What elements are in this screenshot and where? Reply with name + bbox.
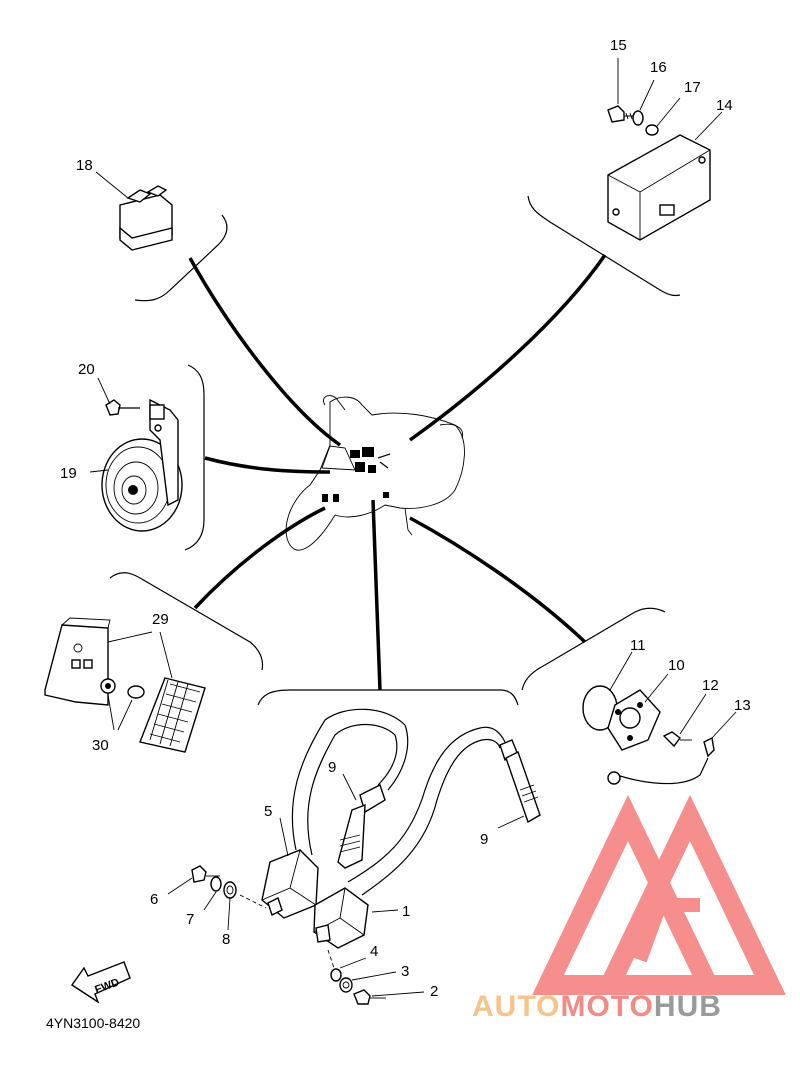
motorcycle-frame-outline [285, 395, 465, 551]
callout-1: 1 [402, 903, 410, 920]
callout-9a: 9 [328, 759, 336, 776]
callout-7: 7 [186, 911, 194, 928]
callout-numbers: 1 2 3 4 5 6 7 8 9 9 10 11 12 13 14 15 16… [60, 37, 751, 1000]
callout-20: 20 [78, 361, 95, 378]
callout-8: 8 [222, 931, 230, 948]
horn-part [89, 377, 183, 532]
callout-15: 15 [610, 37, 627, 54]
callout-2: 2 [430, 983, 438, 1000]
callout-3: 3 [401, 963, 409, 980]
automotohub-logo [532, 794, 786, 995]
callout-9b: 9 [480, 831, 488, 848]
callout-4: 4 [370, 943, 378, 960]
watermark-moto: MOTO [560, 990, 653, 1023]
callout-30: 30 [92, 737, 109, 754]
callout-19: 19 [60, 465, 77, 482]
callout-16: 16 [650, 59, 667, 76]
ignition-coil-parts [167, 708, 541, 1005]
callout-14: 14 [716, 97, 733, 114]
callout-18: 18 [76, 157, 93, 174]
callout-13: 13 [734, 697, 751, 714]
group-frames [109, 195, 681, 706]
watermark-auto: AUTO [472, 990, 560, 1023]
callout-10: 10 [668, 657, 685, 674]
callout-12: 12 [702, 677, 719, 694]
sensor-parts [582, 651, 737, 785]
watermark-text: AUTOMOTOHUB [472, 990, 722, 1023]
callout-5: 5 [264, 803, 272, 820]
reflector-parts [44, 617, 206, 753]
callout-11: 11 [630, 637, 646, 654]
connector-lines [188, 254, 607, 691]
watermark-hub: HUB [654, 990, 722, 1023]
callout-17: 17 [684, 79, 701, 96]
relay-part [95, 171, 173, 251]
forward-arrow-icon: FWD [71, 961, 131, 1004]
callout-6: 6 [150, 891, 158, 908]
part-code: 4YN3100-8420 [46, 1015, 140, 1031]
callout-29: 29 [152, 611, 169, 628]
cdi-unit-part [607, 58, 723, 241]
